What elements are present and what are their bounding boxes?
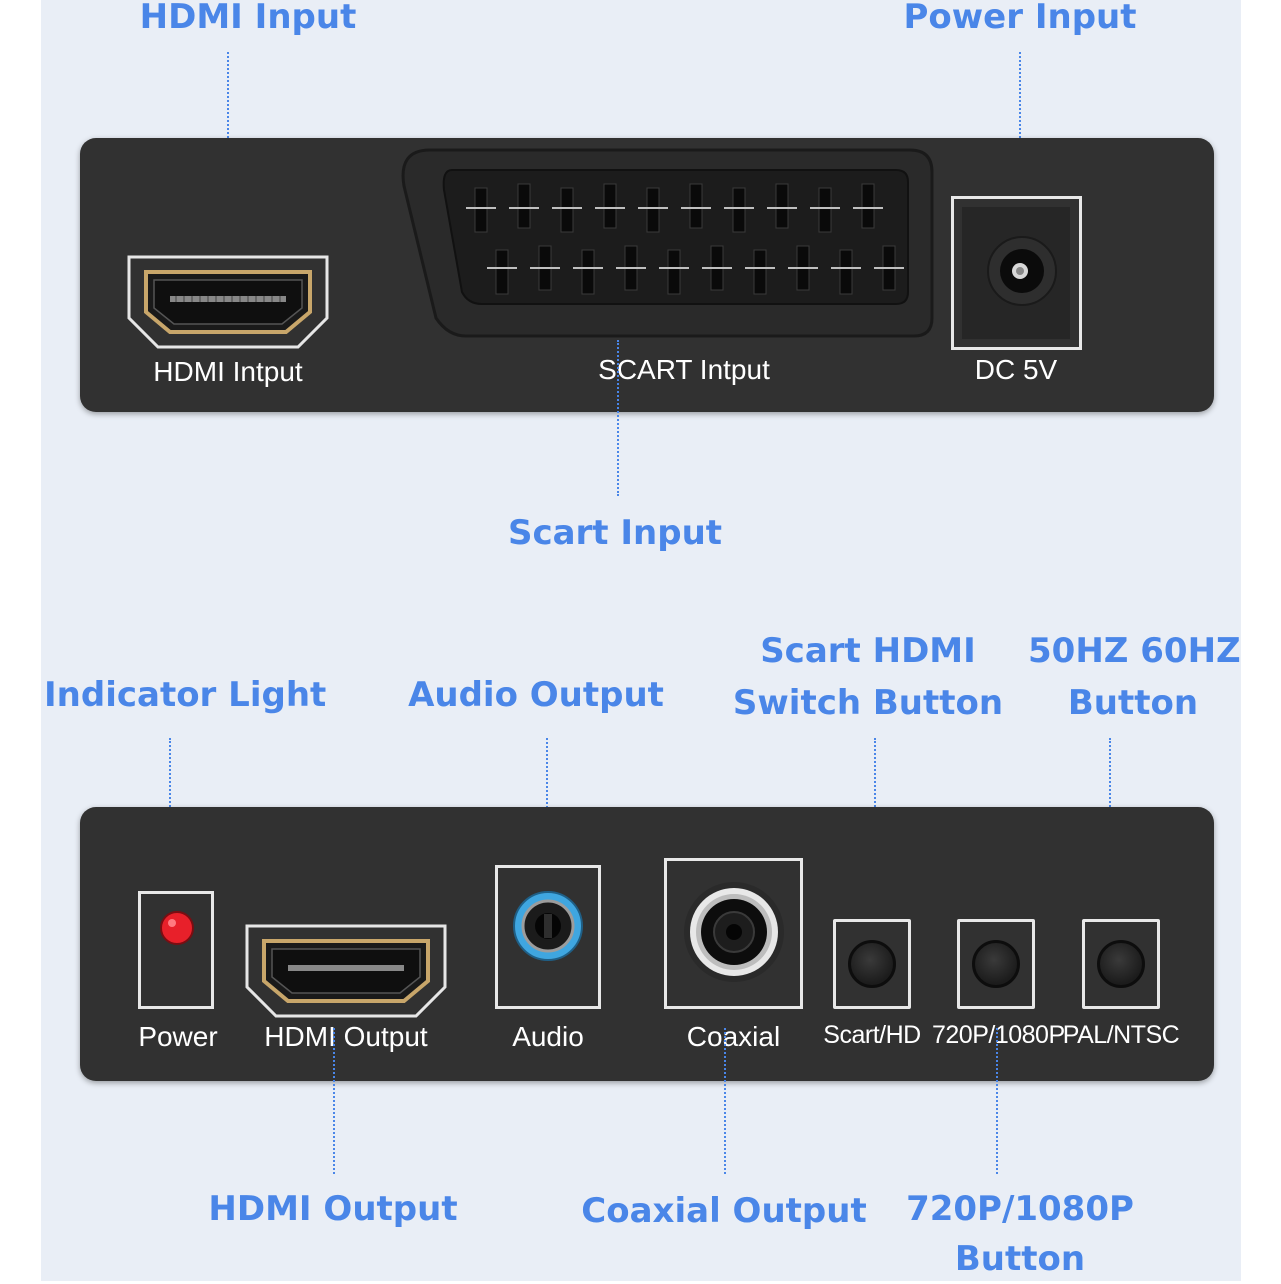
callout-hdmi-output: HDMI Output xyxy=(208,1189,458,1229)
callout-res-button-line1: 720P/1080P xyxy=(906,1189,1134,1229)
callout-hz-button-line2: Button xyxy=(1067,683,1199,723)
hdmi-output-port-label: HDMI Output xyxy=(264,1021,428,1052)
callout-hdmi-input: HDMI Input xyxy=(139,0,357,37)
callout-scart-hdmi-switch-line1: Scart HDMI xyxy=(760,631,976,671)
resolution-button[interactable] xyxy=(972,940,1020,988)
scart-input-port-label: SCART Intput xyxy=(598,354,770,385)
bottom-panel: Power HDMI Output Audio Coaxial Scart xyxy=(80,807,1214,1081)
leader-hdmi-output xyxy=(333,1028,335,1174)
audio-label: Audio xyxy=(512,1021,584,1052)
leader-coaxial-output xyxy=(724,1028,726,1174)
resolution-button-frame xyxy=(957,919,1035,1009)
callout-audio-output: Audio Output xyxy=(408,675,664,715)
pal-ntsc-label: PAL/NTSC xyxy=(1062,1021,1180,1049)
coaxial-jack-frame xyxy=(664,858,803,1009)
callout-hz-button-line1: 50HZ 60HZ xyxy=(1028,631,1241,671)
resolution-label: 720P/1080P xyxy=(932,1021,1065,1049)
dc-jack-frame xyxy=(951,196,1082,350)
callout-scart-input: Scart Input xyxy=(507,513,723,553)
scart-hd-label: Scart/HD xyxy=(823,1021,921,1049)
scart-hd-button[interactable] xyxy=(848,940,896,988)
power-led-frame xyxy=(138,891,214,1009)
pal-ntsc-button[interactable] xyxy=(1097,940,1145,988)
hdmi-output-port-icon xyxy=(245,924,447,1018)
coaxial-jack-icon xyxy=(684,882,784,982)
callout-coaxial-output: Coaxial Output xyxy=(581,1191,867,1231)
leader-resolution-button xyxy=(996,1028,998,1174)
dc-5v-label: DC 5V xyxy=(974,354,1058,385)
coaxial-label: Coaxial xyxy=(686,1021,781,1052)
led-icon xyxy=(160,911,194,945)
audio-jack-frame xyxy=(495,865,601,1009)
callout-indicator-light: Indicator Light xyxy=(44,675,327,715)
dc-jack-icon xyxy=(962,207,1070,339)
leader-scart-input xyxy=(617,340,619,496)
callout-res-button-line2: Button xyxy=(954,1239,1086,1279)
leader-power-input xyxy=(1019,52,1021,198)
scart-hd-button-frame xyxy=(833,919,911,1009)
top-panel: HDMI Intput xyxy=(80,138,1214,412)
audio-jack-icon xyxy=(513,891,583,961)
hdmi-port-icon xyxy=(127,255,329,349)
scart-port-icon xyxy=(401,148,934,338)
power-label: Power xyxy=(138,1021,218,1052)
callout-power-input: Power Input xyxy=(903,0,1137,37)
pal-ntsc-button-frame xyxy=(1082,919,1160,1009)
callout-scart-hdmi-switch-line2: Switch Button xyxy=(732,683,1004,723)
hdmi-input-port-label: HDMI Intput xyxy=(153,356,303,387)
